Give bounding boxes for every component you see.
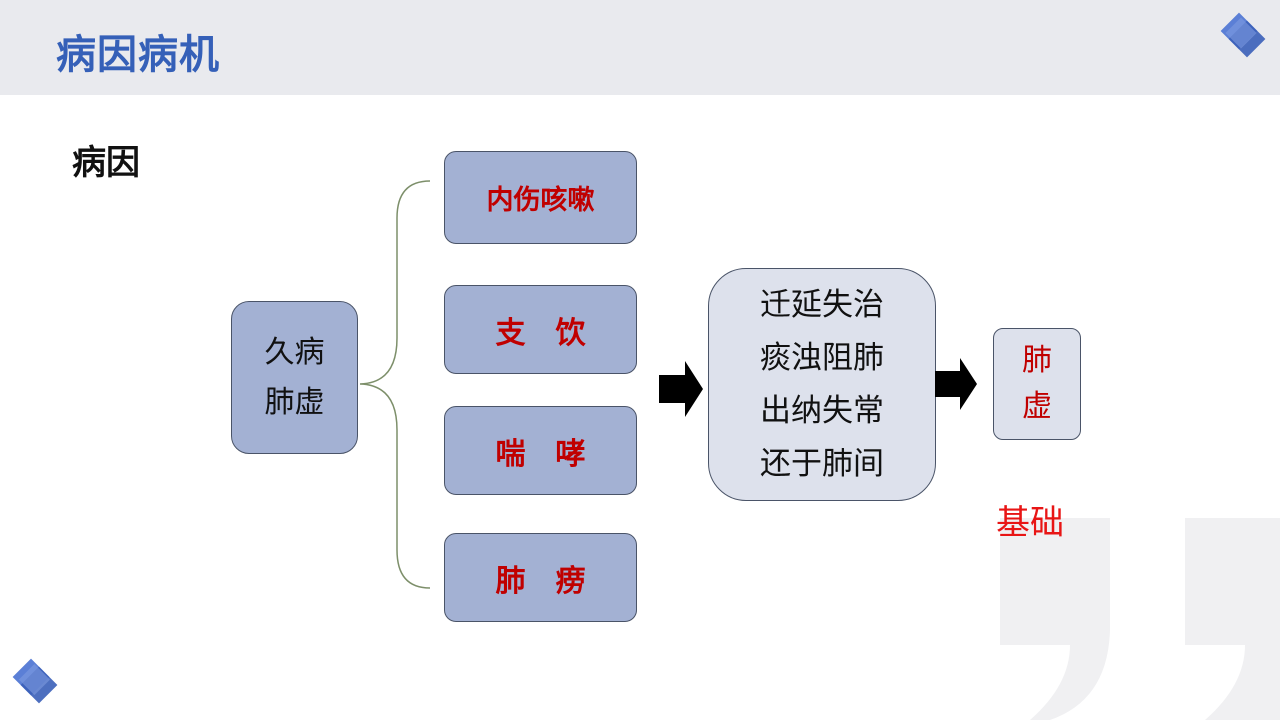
source-box: 久病 肺虚	[231, 301, 358, 454]
header-bar	[0, 0, 1280, 95]
cause-box-tuberculosis: 肺 痨	[444, 533, 637, 622]
source-line: 久病	[264, 334, 325, 370]
diamond-logo-icon	[12, 658, 58, 704]
page-title: 病因病机	[56, 32, 220, 78]
mechanism-line: 出纳失常	[760, 392, 884, 429]
section-subtitle: 病因	[72, 143, 140, 183]
diamond-logo-icon	[1220, 12, 1266, 58]
cause-box-asthma: 喘 哮	[444, 406, 637, 495]
source-line: 肺虚	[264, 384, 325, 420]
quote-mark-icon	[1000, 518, 1280, 720]
right-arrow-icon	[659, 361, 703, 417]
basis-label: 基础	[996, 503, 1064, 543]
mechanism-box: 迁延失治 痰浊阻肺 出纳失常 还于肺间	[708, 268, 936, 501]
branch-brace	[359, 180, 431, 589]
cause-box-phlegm-fluid: 支 饮	[444, 285, 637, 374]
result-line: 虚	[1022, 389, 1052, 424]
cause-box-internal-cough: 内伤咳嗽	[444, 151, 637, 244]
mechanism-line: 还于肺间	[760, 445, 884, 482]
mechanism-line: 迁延失治	[760, 286, 884, 323]
mechanism-line: 痰浊阻肺	[760, 339, 884, 376]
right-arrow-icon	[935, 358, 977, 410]
result-line: 肺	[1022, 343, 1052, 378]
result-box: 肺 虚	[993, 328, 1081, 440]
